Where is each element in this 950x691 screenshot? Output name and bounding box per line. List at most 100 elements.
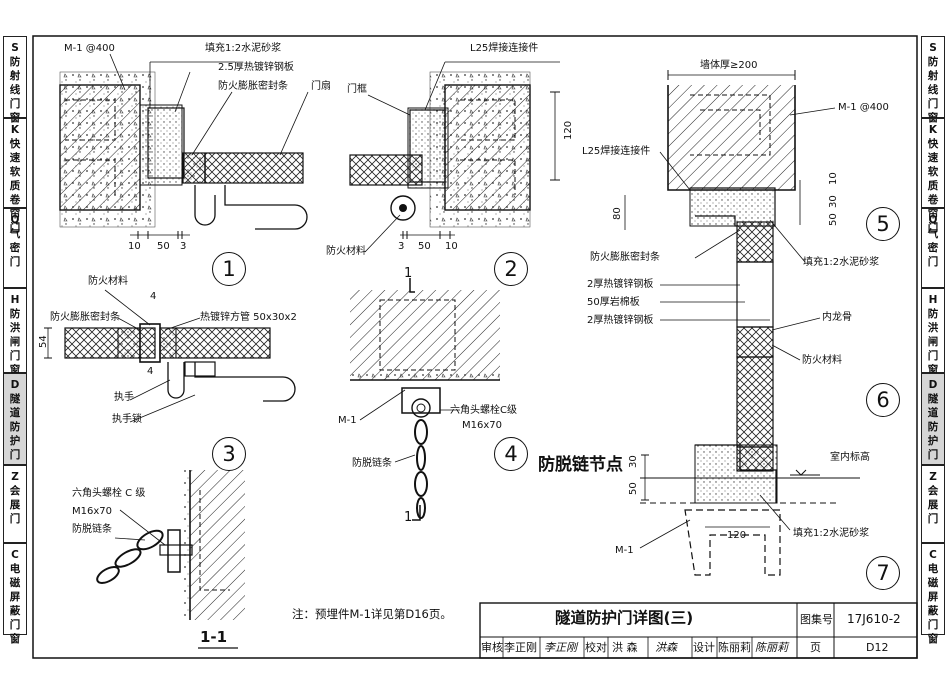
label-fire-seal-3: 防火膨胀密封条 (50, 312, 120, 323)
checker-signature: 洪森 (655, 641, 677, 654)
label-hex-bolt: 六角头螺栓C级 (450, 405, 517, 416)
label-steel-plate: 2.5厚热镀锌钢板 (218, 62, 294, 73)
designer-name: 陈丽莉 (718, 641, 751, 654)
dim-10b: 10 (445, 241, 458, 252)
label-m16: M16x70 (462, 420, 502, 431)
side-tab-text: H防洪闸门窗 (9, 294, 21, 376)
detail-number-2: 2 (494, 252, 528, 286)
side-tab-text: K快速软质卷帘门 (9, 124, 21, 234)
side-tab-d[interactable]: D隧道防护门 (921, 373, 945, 465)
side-tab-h[interactable]: H防洪闸门窗 (3, 288, 27, 376)
section-mark-bottom: 1 (404, 510, 413, 525)
label-l25-connector-b: L25焊接连接件 (582, 146, 651, 157)
dim-50c: 50 (828, 213, 839, 226)
dim-4: 4 (150, 291, 157, 302)
section-1-1 (96, 470, 245, 649)
detail-number-1: 1 (212, 252, 246, 286)
side-tab-c[interactable]: C电磁屏蔽门窗 (921, 543, 945, 645)
label-hot-tube: 热镀锌方管 50x30x2 (200, 312, 297, 323)
detail-number-5: 5 (866, 207, 900, 241)
dim-4b: 4 (147, 366, 154, 377)
label-indoor-level: 室内标高 (830, 452, 870, 463)
side-tab-k[interactable]: K快速软质卷帘门 (3, 118, 27, 234)
side-tab-text: Q气密门 (9, 214, 21, 268)
dim-3: 3 (180, 241, 187, 252)
detail-number-4: 4 (494, 437, 528, 471)
detail-5-6-7 (624, 70, 860, 576)
side-tab-k[interactable]: K快速软质卷帘门 (921, 118, 945, 234)
label-fire-material-6: 防火材料 (802, 355, 842, 366)
detail-3 (44, 289, 296, 423)
side-tab-h[interactable]: H防洪闸门窗 (921, 288, 945, 376)
label-fill-mortar-5: 填充1:2水泥砂浆 (803, 257, 880, 268)
side-tab-text: D隧道防护门 (9, 379, 21, 461)
side-tab-text: S防射线门窗 (927, 42, 939, 124)
drawing-title: 隧道防护门详图(三) (555, 609, 694, 627)
caption-anti-chain-node: 防脱链节点 (538, 455, 623, 475)
dim-30: 30 (828, 195, 839, 208)
label-l25-connector: L25焊接连接件 (470, 43, 539, 54)
label-fill-mortar: 填充1:2水泥砂浆 (205, 43, 282, 54)
label-layer-steel-2: 2厚热镀锌钢板 (587, 315, 654, 326)
review-label: 审核 (481, 641, 503, 654)
caption-section-1-1: 1-1 (200, 628, 228, 646)
reviewer-name: 李正刚 (504, 641, 537, 654)
side-tab-text: K快速软质卷帘门 (927, 124, 939, 234)
note: 注：预埋件M-1详见第D16页。 (292, 607, 452, 621)
label-handle: 执手 (114, 392, 134, 403)
label-m16-b: M16x70 (72, 506, 112, 517)
design-label: 设计 (693, 641, 715, 654)
dim-10: 10 (128, 241, 141, 252)
dim-3b: 3 (398, 241, 405, 252)
side-tab-text: Q气密门 (927, 214, 939, 268)
side-tab-q[interactable]: Q气密门 (3, 208, 27, 288)
reviewer-signature: 李正刚 (544, 641, 577, 654)
side-tab-text: C电磁屏蔽门窗 (9, 549, 21, 645)
side-tab-q[interactable]: Q气密门 (921, 208, 945, 288)
detail-2 (349, 61, 560, 253)
side-tab-z[interactable]: Z会展门 (3, 465, 27, 543)
detail-4 (350, 278, 500, 521)
label-fire-seal: 防火膨胀密封条 (218, 81, 288, 92)
detail-1 (59, 53, 309, 239)
side-tab-c[interactable]: C电磁屏蔽门窗 (3, 543, 27, 645)
side-tab-s[interactable]: S防射线门窗 (921, 36, 945, 124)
atlas-label: 图集号 (800, 613, 833, 626)
label-layer-steel-1: 2厚热镀锌钢板 (587, 279, 654, 290)
label-inner-keel: 内龙骨 (822, 312, 852, 323)
check-label: 校对 (585, 641, 607, 654)
side-tab-text: H防洪闸门窗 (927, 294, 939, 376)
label-fire-material-3: 防火材料 (88, 276, 128, 287)
atlas-number: 17J610-2 (847, 612, 901, 626)
dim-120b: 120 (727, 530, 747, 541)
detail-number-7: 7 (866, 556, 900, 590)
designer-signature: 陈丽莉 (755, 641, 788, 654)
label-fire-seal-5: 防火膨胀密封条 (590, 252, 660, 263)
dim-50b: 50 (418, 241, 431, 252)
label-m1-d7: M-1 (615, 545, 634, 556)
label-m1-d4: M-1 (338, 415, 357, 426)
detail-number-3: 3 (212, 437, 246, 471)
dim-50: 50 (157, 241, 170, 252)
detail-number-6: 6 (866, 383, 900, 417)
side-tab-z[interactable]: Z会展门 (921, 465, 945, 543)
side-tab-s[interactable]: S防射线门窗 (3, 36, 27, 124)
side-tab-text: Z会展门 (9, 471, 21, 525)
label-fire-material: 防火材料 (326, 246, 366, 257)
label-fill-mortar-7: 填充1:2水泥砂浆 (793, 528, 870, 539)
dim-50d: 50 (628, 482, 639, 495)
side-tab-text: S防射线门窗 (9, 42, 21, 124)
side-tab-text: D隧道防护门 (927, 379, 939, 461)
side-tab-d[interactable]: D隧道防护门 (3, 373, 27, 465)
label-wall-thickness: 墙体厚≥200 (700, 60, 758, 71)
label-anti-chain-b: 防脱链条 (72, 524, 112, 535)
dim-80: 80 (612, 207, 623, 220)
section-mark-top: 1 (404, 266, 413, 281)
page-number: D12 (866, 641, 889, 654)
dim-54: 54 (38, 335, 49, 348)
label-handle-lock: 执手锁 (112, 414, 142, 425)
label-anti-chain: 防脱链条 (352, 458, 392, 469)
page-label: 页 (810, 641, 821, 654)
checker-name: 洪 森 (612, 641, 638, 654)
